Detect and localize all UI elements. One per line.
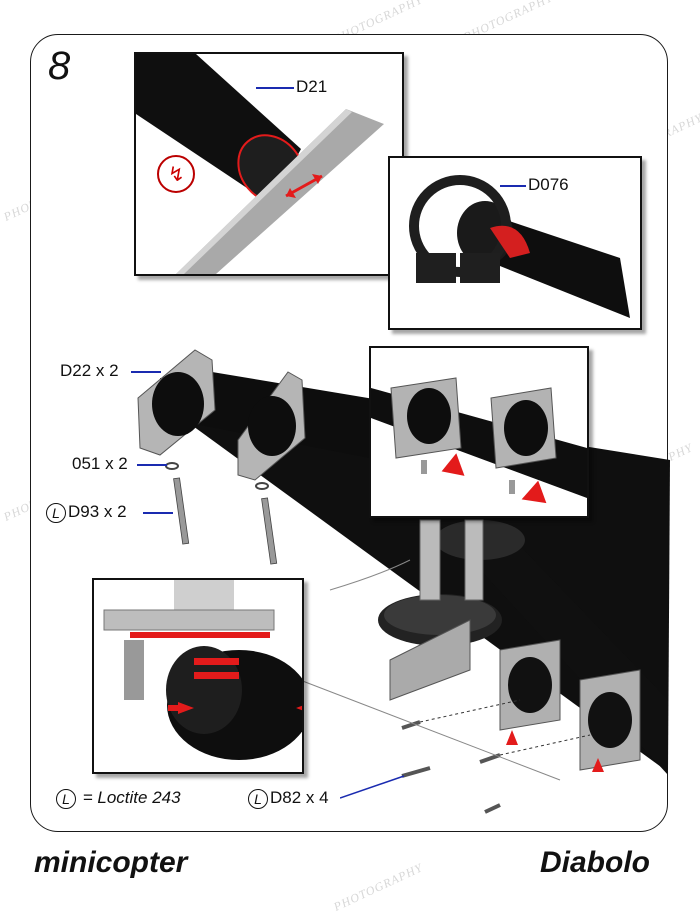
detail-panel-d21: ↯ bbox=[134, 52, 404, 276]
brand-left: minicopter bbox=[34, 846, 188, 879]
lead-line-d076 bbox=[500, 185, 526, 187]
lead-line-d82 bbox=[340, 775, 405, 799]
label-d076: D076 bbox=[528, 175, 569, 194]
label-d21: D21 bbox=[296, 77, 328, 96]
label-051: 051 x 2 bbox=[72, 454, 128, 473]
label-d82-text: D82 x 4 bbox=[270, 788, 329, 807]
loctite-symbol: L bbox=[56, 788, 76, 809]
loctite-symbol: L bbox=[248, 788, 268, 809]
lead-line-d22 bbox=[131, 371, 161, 373]
detail-panel-inset bbox=[92, 578, 304, 774]
label-d22: D22 x 2 bbox=[60, 361, 119, 380]
detail-panel-d076 bbox=[388, 156, 642, 330]
lead-line-051 bbox=[137, 464, 167, 466]
label-d93-text: D93 x 2 bbox=[68, 502, 127, 521]
brand-right: Diabolo bbox=[540, 846, 650, 879]
lead-line-d21 bbox=[256, 87, 294, 89]
loctite-legend: L = Loctite 243 bbox=[56, 788, 181, 809]
loctite-symbol: L bbox=[46, 502, 66, 523]
lead-line-d93 bbox=[143, 512, 173, 514]
loctite-note: = Loctite 243 bbox=[82, 788, 181, 807]
detail-panel-clamp-arrows bbox=[369, 346, 589, 518]
warning-icon: ↯ bbox=[168, 164, 185, 186]
step-number: 8 bbox=[48, 44, 71, 88]
